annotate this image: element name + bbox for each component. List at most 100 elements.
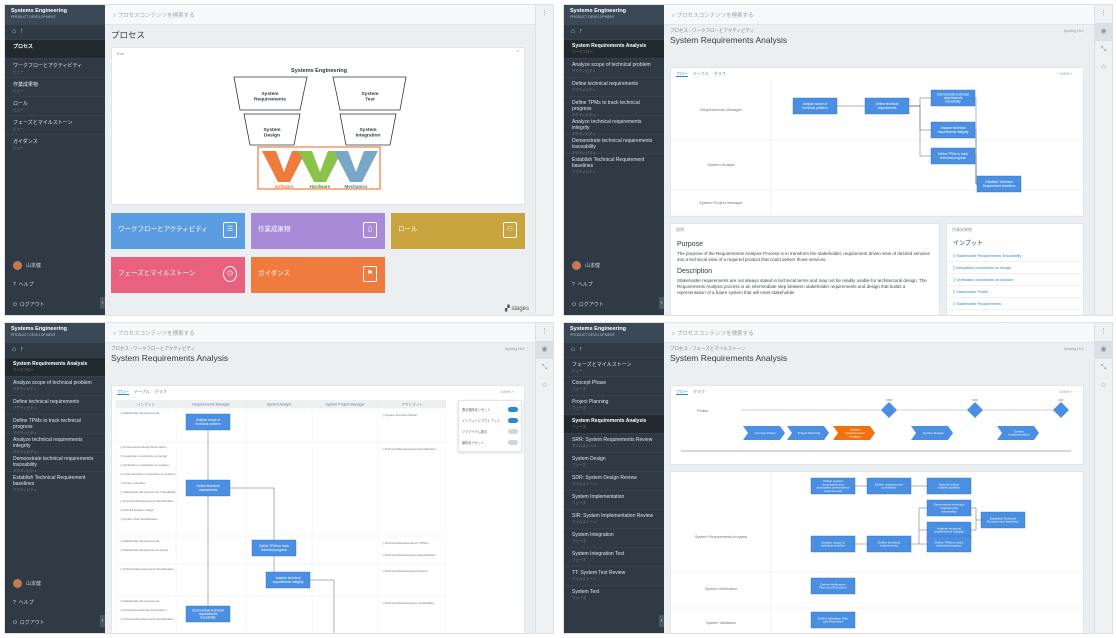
- eye-icon[interactable]: ◉: [1095, 341, 1112, 359]
- sidebar-item[interactable]: Demonstrate technical requirements trace…: [564, 134, 664, 155]
- compare-icon[interactable]: ⤡: [541, 364, 548, 371]
- search-bar[interactable]: ⌕ プロセスコンテンツを検索する: [105, 5, 535, 25]
- tab-0[interactable]: フロー: [676, 71, 688, 76]
- activity-box[interactable]: [810, 535, 856, 553]
- phase-chevron[interactable]: [787, 426, 829, 440]
- activity-box[interactable]: [980, 511, 1026, 529]
- more-icon[interactable]: ⋮: [541, 10, 548, 17]
- toggle-switch[interactable]: [508, 407, 518, 412]
- input-cell[interactable]: ▯ Architectural Design Description: [120, 608, 167, 612]
- activity-box[interactable]: [792, 97, 838, 115]
- output-cell[interactable]: ▯ Technical Requirements (TPMs): [382, 541, 429, 545]
- search-bar[interactable]: ⌕ プロセスコンテンツを検索する: [664, 5, 1094, 25]
- option-row[interactable]: インプットとアウトプット: [462, 415, 518, 426]
- up-arrow-icon[interactable]: ↑: [579, 346, 583, 353]
- more-icon[interactable]: ⋮: [1100, 328, 1107, 335]
- output-cell[interactable]: ▯ Technical Requirements Specification: [382, 447, 436, 451]
- sidebar-item[interactable]: Analyze technical requirements integrity…: [564, 115, 664, 136]
- activity-box[interactable]: [810, 577, 856, 595]
- eye-icon[interactable]: ◉: [536, 341, 553, 359]
- tab-2[interactable]: グラフ: [713, 71, 726, 76]
- input-cell[interactable]: ▯ System Test Specification: [120, 517, 158, 521]
- output-cell[interactable]: ▯ Technical Requirements Report: [382, 569, 428, 573]
- v-block-system-requirements[interactable]: [233, 76, 308, 111]
- search-bar[interactable]: ⌕ プロセスコンテンツを検索する: [664, 323, 1094, 343]
- activity-box[interactable]: [926, 535, 972, 553]
- input-cell[interactable]: ▯ Technical Requirements Specification: [120, 567, 174, 571]
- activity-box[interactable]: [930, 121, 976, 139]
- phase-chevron[interactable]: [743, 426, 785, 440]
- input-link[interactable]: ▯ Stakeholder Profile: [947, 286, 1083, 298]
- phase-chevron[interactable]: [911, 426, 953, 440]
- sidebar-item[interactable]: フェーズとマイルストーンビュー: [564, 357, 664, 376]
- tab-2[interactable]: グラフ: [154, 389, 167, 394]
- tile-clock[interactable]: フェーズとマイルストーン◷: [111, 257, 245, 293]
- compare-icon[interactable]: ⤡: [1100, 364, 1107, 371]
- tab-0[interactable]: フロー: [117, 389, 129, 394]
- toggle-switch[interactable]: [508, 429, 518, 434]
- tab-1[interactable]: グラフ: [693, 389, 705, 394]
- up-arrow-icon[interactable]: ↑: [20, 28, 24, 35]
- tab-1[interactable]: テーブル: [693, 71, 709, 76]
- sidebar-item[interactable]: Demonstrate technical requirements trace…: [5, 452, 105, 473]
- toggle-switch[interactable]: [508, 418, 518, 423]
- collapse-icon[interactable]: ^: [516, 50, 519, 56]
- activity-box[interactable]: [864, 97, 910, 115]
- home-icon[interactable]: ⌂: [12, 346, 17, 353]
- output-cell[interactable]: ▯ System Function Model: [382, 413, 417, 417]
- breadcrumb[interactable]: プロセス › フェーズとマイルストーン: [670, 346, 746, 351]
- tab-1[interactable]: テーブル: [134, 389, 150, 394]
- user-item[interactable]: 山本健: [564, 255, 664, 275]
- activity-box[interactable]: [810, 611, 856, 629]
- input-link[interactable]: ▯ Stakeholder Requirements Traceability: [947, 250, 1083, 262]
- collapse-sidebar-button[interactable]: ‹: [659, 615, 664, 627]
- up-arrow-icon[interactable]: ↑: [579, 28, 583, 35]
- activity-box[interactable]: [866, 535, 912, 553]
- up-arrow-icon[interactable]: ↑: [20, 346, 24, 353]
- sidebar-item[interactable]: Establish Technical Requirement baseline…: [564, 153, 664, 174]
- collapse-sidebar-button[interactable]: ‹: [659, 297, 664, 309]
- activity-box[interactable]: [866, 477, 912, 495]
- tile-document[interactable]: 作業成果物▯: [251, 213, 385, 249]
- user-item[interactable]: 山本健: [5, 573, 105, 593]
- tile-clipboard[interactable]: ワークフローとアクティビティ☰: [111, 213, 245, 249]
- input-cell[interactable]: ▯ Implementation constraints on solution: [120, 472, 176, 476]
- breadcrumb[interactable]: プロセス › ワークフローとアクティビティ: [111, 346, 196, 351]
- zoom-controls[interactable]: − 100% +: [1056, 71, 1073, 76]
- tile-people[interactable]: ロール⚇: [391, 213, 525, 249]
- home-icon[interactable]: ⌂: [571, 28, 576, 35]
- activity-box[interactable]: [185, 413, 231, 431]
- logout-item[interactable]: ⏻ ログアウト: [5, 613, 105, 633]
- sidebar-item[interactable]: ワークフローとアクティビティビュー: [5, 58, 105, 77]
- star-icon[interactable]: ☆: [541, 382, 548, 389]
- activity-box[interactable]: [926, 477, 972, 495]
- option-row[interactable]: 順序をリセット: [462, 437, 518, 448]
- more-icon[interactable]: ⋮: [1100, 10, 1107, 17]
- input-cell[interactable]: ▯ System Interface: [120, 481, 146, 485]
- user-item[interactable]: 山本健: [5, 255, 105, 275]
- output-cell[interactable]: ▯ Technical Requirements Traceability: [382, 601, 434, 605]
- option-row[interactable]: 表示順序をリセット: [462, 404, 518, 415]
- input-cell[interactable]: ▯ Stakeholder Requirements: [120, 411, 160, 415]
- sidebar-item[interactable]: 作業成果物ビュー: [5, 77, 105, 96]
- sidebar-item[interactable]: プロセス: [5, 39, 105, 58]
- input-link[interactable]: ▯ Verification constraints on solution: [947, 274, 1083, 286]
- breadcrumb[interactable]: プロセス › ワークフローとアクティビティ: [670, 28, 755, 33]
- activity-box[interactable]: [185, 479, 231, 497]
- zoom-in-icon[interactable]: +: [1070, 71, 1073, 76]
- input-cell[interactable]: ▯ Verification constraints on solution: [120, 463, 170, 467]
- home-icon[interactable]: ⌂: [571, 346, 576, 353]
- home-icon[interactable]: ⌂: [12, 28, 17, 35]
